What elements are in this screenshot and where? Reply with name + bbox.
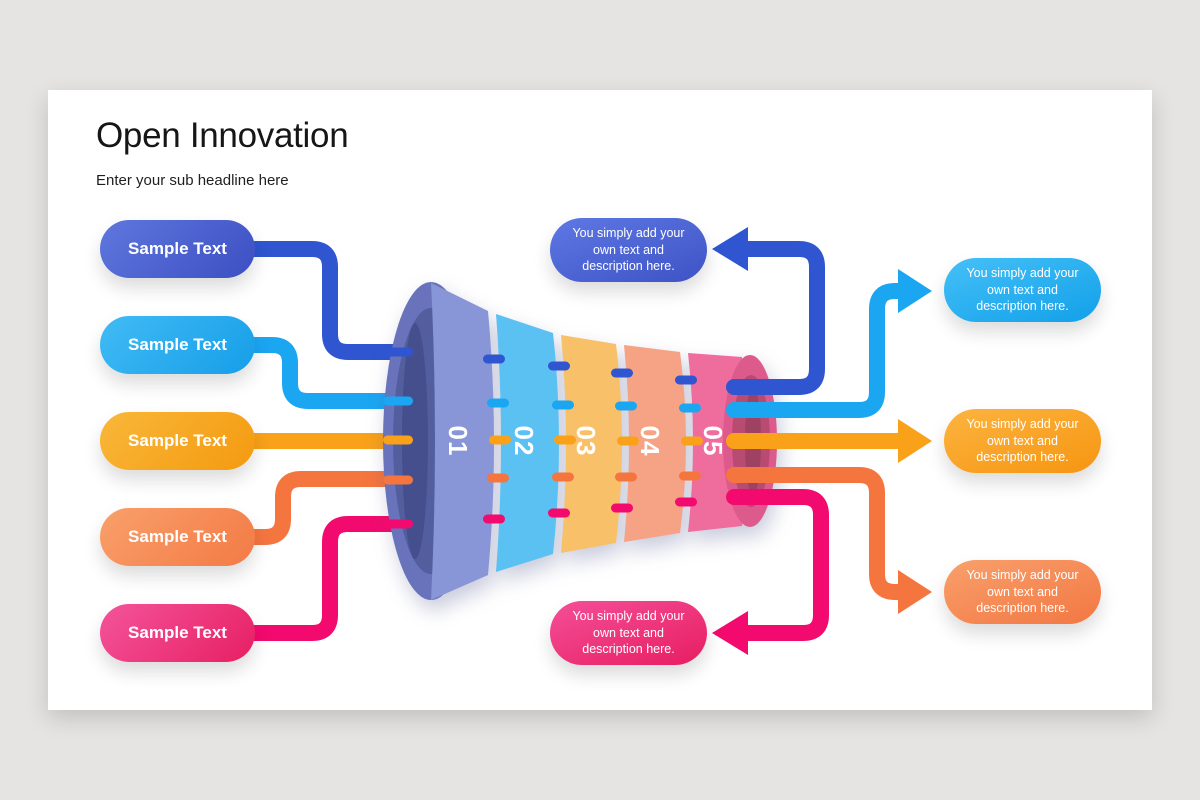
dash [554, 435, 576, 445]
dash [615, 472, 637, 482]
dash [487, 473, 509, 483]
sample-text-pill-2: Sample Text [100, 316, 255, 374]
dash [552, 400, 574, 410]
dash [675, 375, 697, 385]
sample-text-pill-3: Sample Text [100, 412, 255, 470]
arrowhead-orange-right [898, 419, 932, 463]
funnel-segment-2 [496, 314, 559, 572]
callout-bottom-right: You simply add your own text and descrip… [944, 560, 1101, 624]
callout-top-middle: You simply add your own text and descrip… [550, 218, 707, 282]
sample-text-label: Sample Text [128, 335, 227, 354]
sample-text-label: Sample Text [128, 527, 227, 546]
stream-right-lightblue [726, 283, 906, 418]
stream-dashes-boundary-4 [675, 375, 703, 507]
dash [681, 436, 703, 446]
dash [617, 436, 639, 446]
dash [489, 435, 511, 445]
sample-text-pill-1: Sample Text [100, 220, 255, 278]
stream-right-deeporange [726, 467, 906, 600]
callout-text: You simply add your own text and descrip… [572, 226, 685, 274]
funnel-segment-4 [624, 345, 686, 542]
stream-right-blue [726, 241, 825, 395]
arrowhead-lightblue-right [898, 269, 932, 313]
stream-dashes-rim [383, 347, 413, 529]
dash [611, 368, 633, 378]
segment-number-1: 01 [443, 426, 473, 457]
callout-text: You simply add your own text and descrip… [572, 609, 685, 657]
funnel-segment-1 [431, 283, 494, 600]
stream-dashes-boundary-3 [611, 368, 639, 513]
dash [383, 347, 413, 357]
callout-text: You simply add your own text and descrip… [966, 417, 1079, 465]
sample-text-label: Sample Text [128, 239, 227, 258]
callout-middle-right: You simply add your own text and descrip… [944, 409, 1101, 473]
stream-dashes-boundary-2 [548, 361, 576, 518]
stream-left-deeporange [247, 471, 460, 545]
dash [548, 508, 570, 518]
stream-left-pink [247, 516, 460, 641]
sample-text-pill-4: Sample Text [100, 508, 255, 566]
stream-left-blue [247, 241, 460, 360]
callout-text: You simply add your own text and descrip… [966, 568, 1079, 616]
page-title: Open Innovation [96, 116, 349, 155]
stream-right-pink [726, 489, 829, 641]
stream-left-lightblue [247, 337, 460, 409]
segment-number-3: 03 [571, 426, 601, 457]
callout-top-right: You simply add your own text and descrip… [944, 258, 1101, 322]
dash [679, 471, 701, 481]
funnel-segment-3 [561, 335, 622, 553]
dash [611, 503, 633, 513]
dash [487, 398, 509, 408]
dash [548, 361, 570, 371]
stream-dashes-boundary-1 [483, 354, 511, 524]
dash [483, 354, 505, 364]
sample-text-label: Sample Text [128, 431, 227, 450]
sample-text-label: Sample Text [128, 623, 227, 642]
arrowhead-blue-left [712, 227, 748, 271]
callout-bottom-middle: You simply add your own text and descrip… [550, 601, 707, 665]
arrowhead-pink-left [712, 611, 748, 655]
dash [483, 514, 505, 524]
funnel-mouth-lens [402, 323, 428, 559]
dash [552, 472, 574, 482]
dash [383, 396, 413, 406]
segment-number-4: 04 [635, 426, 665, 457]
page-subtitle: Enter your sub headline here [96, 172, 289, 189]
segment-number-2: 02 [509, 426, 539, 457]
arrowhead-deeporange-right [898, 570, 932, 614]
dash [383, 519, 413, 529]
dash [383, 475, 413, 485]
dash [615, 401, 637, 411]
dash [679, 403, 701, 413]
callout-text: You simply add your own text and descrip… [966, 266, 1079, 314]
sample-text-pill-5: Sample Text [100, 604, 255, 662]
dash [675, 497, 697, 507]
dash [383, 435, 413, 445]
